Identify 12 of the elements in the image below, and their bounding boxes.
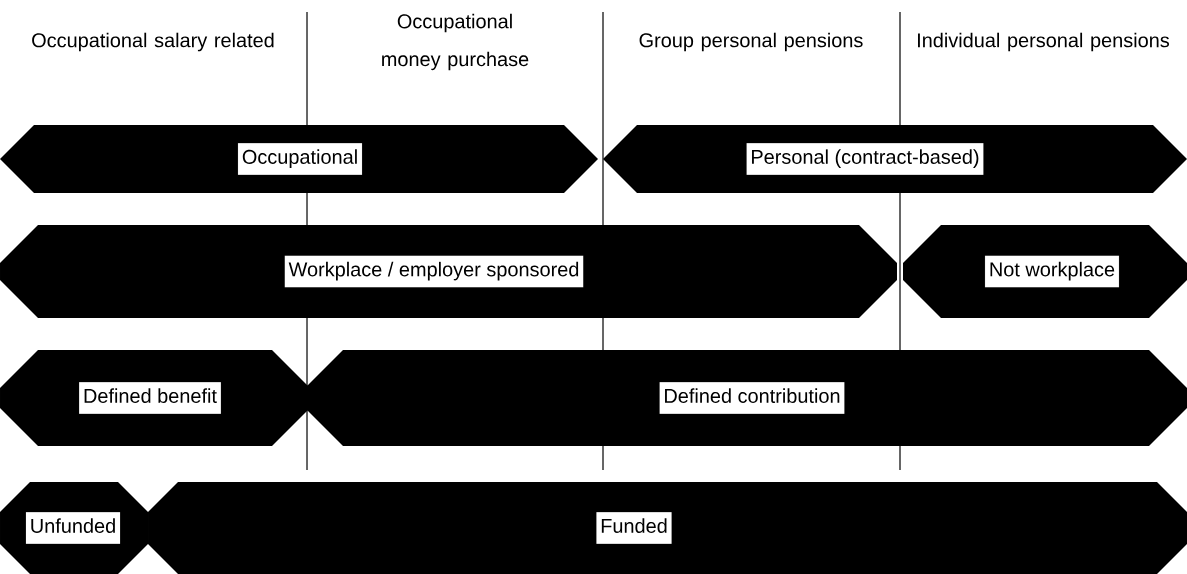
column-heading: Occupational money purchase (382, 13, 529, 71)
octagon-band: Occupational (0, 125, 598, 193)
octagon-band: Workplace / employer sponsored (0, 225, 897, 318)
octagon-band: Unfunded (0, 482, 148, 574)
column-heading: Individual personal pensions (918, 32, 1170, 52)
octagon-band: Personal (contract-based) (603, 125, 1187, 193)
octagon-band: Not workplace (903, 225, 1187, 318)
octagon-band: Defined contribution (305, 350, 1187, 446)
octagon-band: Defined benefit (0, 350, 310, 446)
octagon-band: Funded (148, 482, 1187, 574)
column-heading: Group personal pensions (639, 32, 863, 52)
column-heading: Occupational salary related (32, 32, 274, 52)
